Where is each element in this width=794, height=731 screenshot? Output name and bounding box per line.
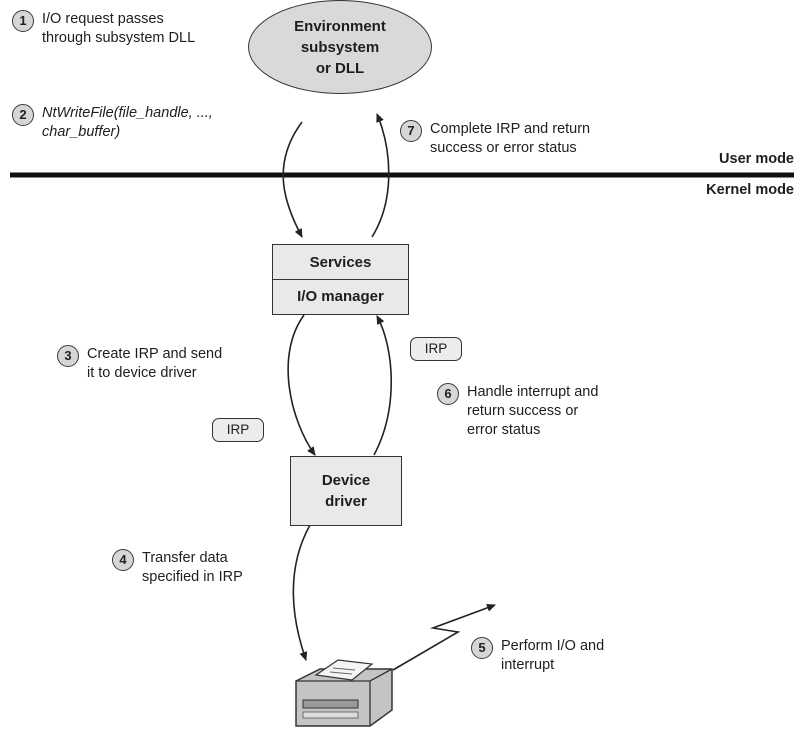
driver-line-1: Device — [321, 472, 371, 489]
step-4-line-2: specified in IRP — [142, 569, 243, 585]
step-3-text: Create IRP and send it to device driver — [87, 345, 222, 383]
arrow-io-manager-to-dll — [371, 113, 390, 238]
env-line-3: or DLL — [315, 59, 365, 77]
step-6-line-1: Handle interrupt and — [467, 384, 599, 400]
arrow-io-manager-to-driver — [287, 314, 316, 456]
printer-icon — [295, 659, 393, 727]
arrow-dll-to-io-manager — [282, 121, 303, 238]
services-label: Services — [273, 245, 408, 280]
io-manager-box: Services I/O manager — [272, 244, 409, 315]
user-mode-label: User mode — [719, 151, 794, 167]
step-2-line-2: char_buffer) — [42, 124, 121, 140]
env-line-1: Environment — [294, 17, 386, 35]
step-5-text: Perform I/O and interrupt — [501, 637, 604, 675]
step-7-line-2: success or error status — [430, 140, 577, 156]
step-7-number: 7 — [400, 120, 422, 142]
step-3-number: 3 — [57, 345, 79, 367]
kernel-mode-label: Kernel mode — [706, 182, 794, 198]
step-6-line-3: error status — [467, 422, 541, 438]
step-5-line-2: interrupt — [501, 657, 555, 673]
step-6-number: 6 — [437, 383, 459, 405]
step-1-text: I/O request passes through subsystem DLL — [42, 10, 195, 48]
step-2-line-1: NtWriteFile(file_handle, ..., — [42, 105, 213, 121]
step-3-line-2: it to device driver — [87, 365, 197, 381]
device-driver-box: Device driver — [290, 456, 402, 526]
step-1-line-1: I/O request passes — [42, 11, 164, 27]
io-manager-label: I/O manager — [273, 280, 408, 313]
step-4-line-1: Transfer data — [142, 550, 228, 566]
step-1-number: 1 — [12, 10, 34, 32]
env-line-2: subsystem — [300, 38, 380, 56]
step-2-text: NtWriteFile(file_handle, ..., char_buffe… — [42, 104, 213, 142]
step-7-text: Complete IRP and return success or error… — [430, 120, 590, 158]
arrow-driver-to-io-manager — [373, 315, 392, 456]
step-4-number: 4 — [112, 549, 134, 571]
step-2-number: 2 — [12, 104, 34, 126]
arrow-driver-to-printer — [292, 524, 311, 661]
step-6-text: Handle interrupt and return success or e… — [467, 383, 598, 440]
driver-line-2: driver — [325, 493, 367, 510]
step-5-number: 5 — [471, 637, 493, 659]
step-6-line-2: return success or — [467, 403, 579, 419]
interrupt-bolt — [392, 604, 496, 671]
step-3-line-1: Create IRP and send — [87, 346, 223, 362]
irp-tag-upper: IRP — [410, 337, 462, 361]
step-7-line-1: Complete IRP and return — [430, 121, 591, 137]
irp-tag-lower: IRP — [212, 418, 264, 442]
step-4-text: Transfer data specified in IRP — [142, 549, 243, 587]
step-5-line-1: Perform I/O and — [501, 638, 605, 654]
environment-subsystem-node: Environment subsystem or DLL — [248, 0, 432, 94]
step-1-line-2: through subsystem DLL — [42, 30, 196, 46]
